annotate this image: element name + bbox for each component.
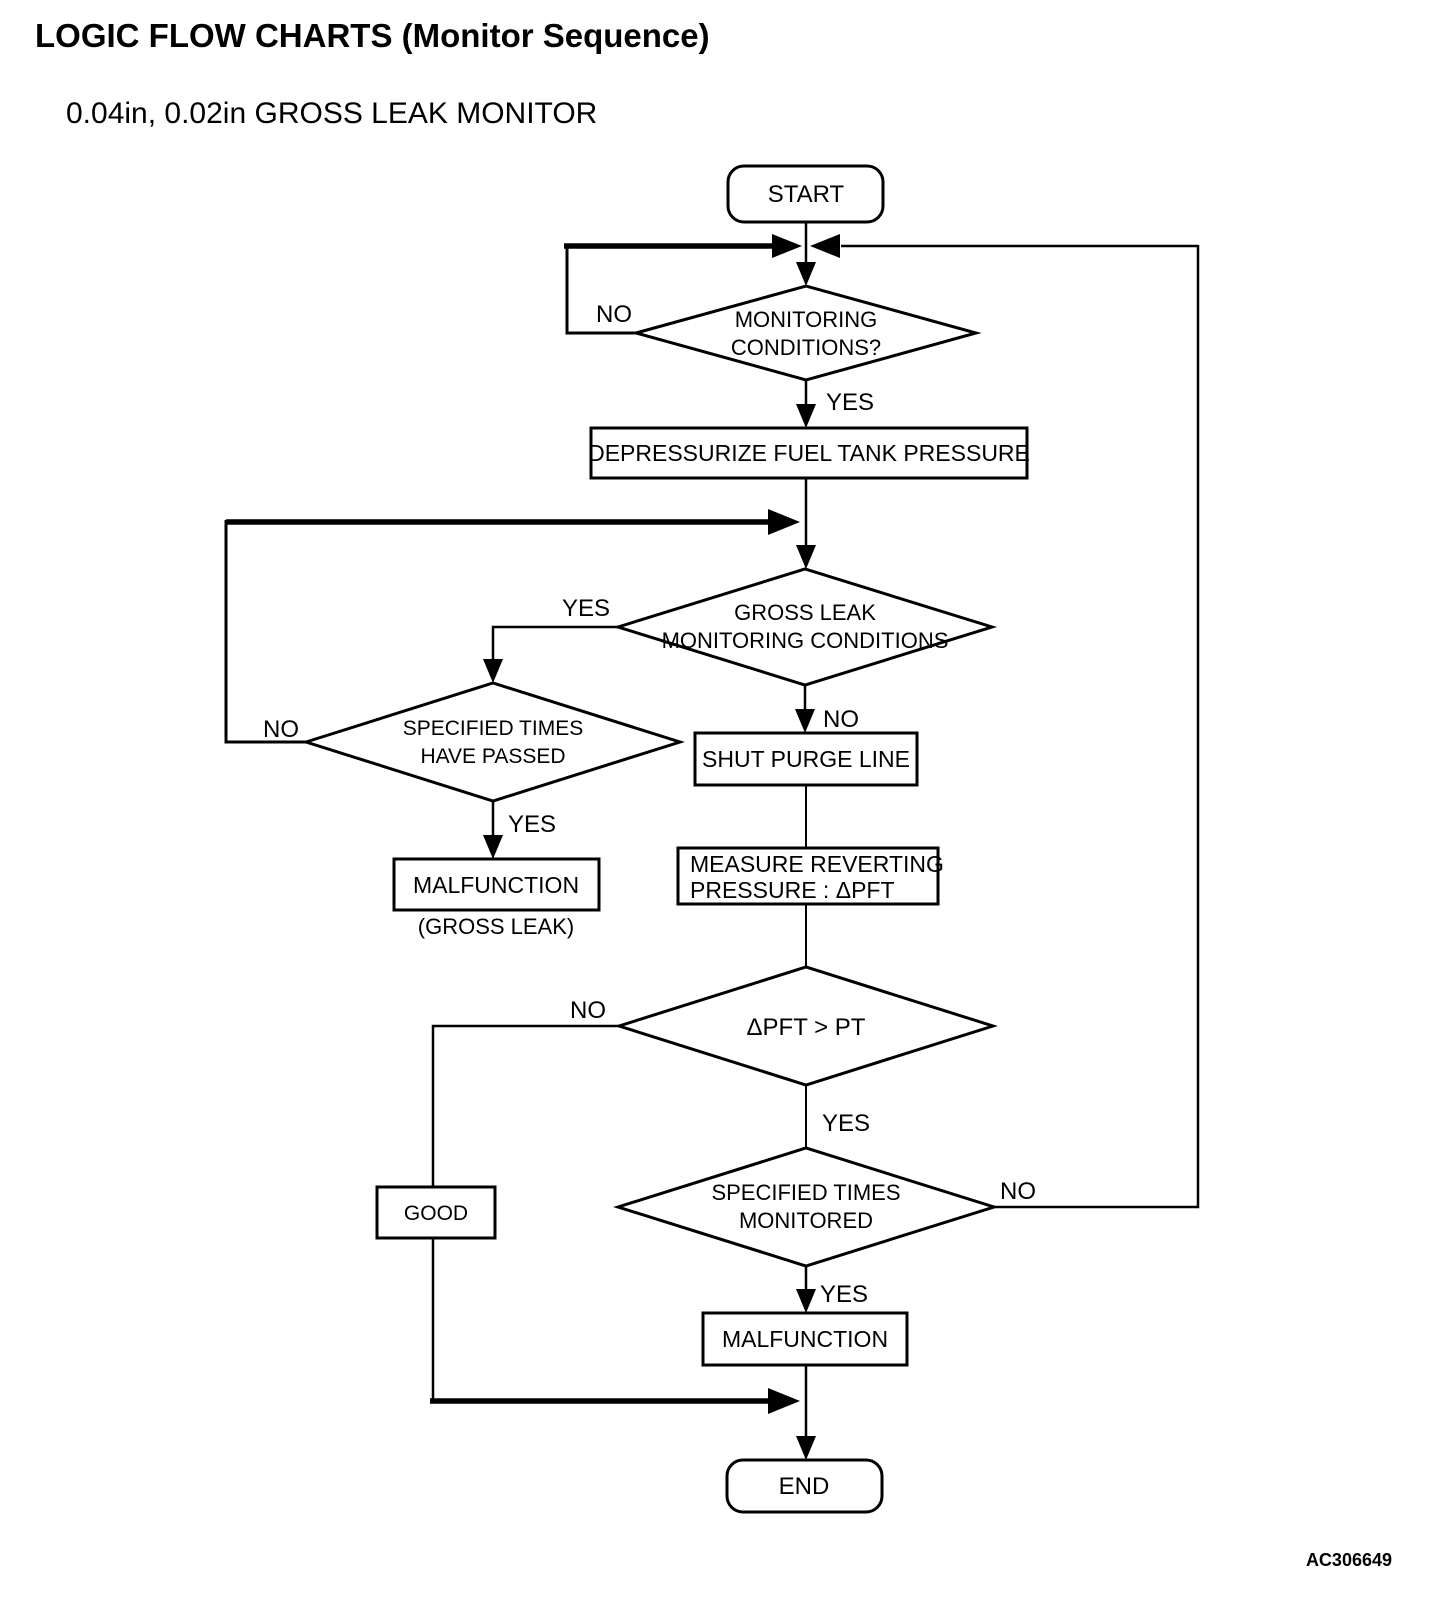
arrowhead-down-icon — [795, 709, 815, 733]
malfunction-gross-leak-sublabel: (GROSS LEAK) — [418, 914, 574, 939]
process-box-shape — [589, 426, 1029, 480]
node-shut-purge-line: SHUT PURGE LINE — [693, 731, 919, 787]
process-box-shape — [676, 846, 940, 906]
times-monitored-line1: SPECIFIED TIMES — [711, 1180, 900, 1205]
node-specified-times-monitored: SPECIFIED TIMES MONITORED — [612, 1146, 1000, 1268]
decision-diamond-shape — [614, 965, 998, 1087]
decision-diamond-shape — [301, 681, 685, 803]
times-passed-line2: HAVE PASSED — [420, 745, 565, 768]
edge-dpft-no — [431, 1024, 619, 1401]
measure-line2: PRESSURE : ΔPFT — [690, 877, 895, 903]
process-box-shape — [701, 1311, 909, 1367]
arrowhead-down-icon — [796, 404, 816, 428]
page-subtitle: 0.04in, 0.02in GROSS LEAK MONITOR — [66, 97, 597, 130]
edge-label-dpft-no: NO — [570, 997, 606, 1024]
node-depressurize-fuel-tank: DEPRESSURIZE FUEL TANK PRESSURE — [588, 426, 1030, 480]
gross-leak-line1: GROSS LEAK — [734, 600, 876, 625]
page-title: LOGIC FLOW CHARTS (Monitor Sequence) — [35, 17, 710, 54]
edge-monitored-no-loop — [994, 245, 1200, 1209]
measure-line1: MEASURE REVERTING — [690, 851, 944, 877]
arrowhead-down-icon — [796, 1289, 816, 1313]
node-end: END — [725, 1458, 884, 1514]
figure-code: AC306649 — [1306, 1550, 1392, 1570]
decision-diamond-shape — [612, 1146, 1000, 1268]
shut-purge-label: SHUT PURGE LINE — [702, 746, 910, 772]
malfunction-label: MALFUNCTION — [722, 1326, 888, 1352]
edge-timespassed-no — [224, 520, 306, 744]
times-monitored-line2: MONITORED — [739, 1208, 873, 1233]
process-box-shape — [392, 857, 601, 912]
edge-label-monitored-no: NO — [1000, 1178, 1036, 1205]
node-malfunction: MALFUNCTION — [701, 1311, 909, 1367]
arrowhead-left-icon — [810, 234, 840, 258]
flowchart-edges — [224, 222, 1200, 1438]
good-label: GOOD — [404, 1202, 468, 1225]
process-box-shape — [693, 731, 919, 787]
edge-grossleak-yes — [491, 625, 618, 661]
arrowhead-down-icon — [796, 262, 816, 286]
decision-diamond-shape — [630, 284, 982, 382]
end-terminator-shape — [725, 1458, 884, 1514]
depressurize-label: DEPRESSURIZE FUEL TANK PRESSURE — [588, 440, 1030, 466]
node-dpft-gt-pt: ΔPFT > PT — [614, 965, 998, 1087]
monitoring-conditions-line1: MONITORING — [735, 307, 878, 332]
arrowhead-down-icon — [796, 1436, 816, 1460]
edge-label-grossleak-yes: YES — [562, 595, 610, 622]
edge-labels: NO YES YES NO NO YES NO YES NO YES — [263, 301, 1036, 1308]
node-gross-leak-monitoring-conditions: GROSS LEAK MONITORING CONDITIONS — [612, 567, 998, 687]
edge-label-grossleak-no: NO — [823, 706, 859, 733]
node-monitoring-conditions: MONITORING CONDITIONS? — [630, 284, 982, 382]
start-label: START — [768, 181, 845, 208]
arrowhead-right-icon — [768, 509, 800, 535]
decision-diamond-shape — [612, 567, 998, 687]
node-measure-reverting-pressure: MEASURE REVERTING PRESSURE : ΔPFT — [676, 846, 944, 906]
node-start: START — [726, 164, 885, 224]
arrowhead-down-icon — [483, 659, 503, 683]
monitoring-conditions-line2: CONDITIONS? — [731, 335, 881, 360]
node-malfunction-gross-leak: MALFUNCTION (GROSS LEAK) — [392, 857, 601, 939]
malfunction-gross-leak-label: MALFUNCTION — [413, 872, 579, 898]
edge-label-monitored-yes: YES — [820, 1281, 868, 1308]
flowchart-arrowheads — [483, 234, 840, 1460]
edge-label-timespassed-yes: YES — [508, 811, 556, 838]
edge-label-dpft-yes: YES — [822, 1110, 870, 1137]
edge-label-monitoring-no: NO — [596, 301, 632, 328]
process-box-shape — [375, 1185, 497, 1240]
edge-label-monitoring-yes: YES — [826, 389, 874, 416]
node-good: GOOD — [375, 1185, 497, 1240]
end-label: END — [779, 1473, 830, 1500]
edge-monitoring-no — [565, 244, 636, 335]
times-passed-line1: SPECIFIED TIMES — [403, 717, 583, 740]
arrowhead-down-icon — [796, 545, 816, 569]
node-specified-times-have-passed: SPECIFIED TIMES HAVE PASSED — [301, 681, 685, 803]
arrowhead-right-icon — [768, 1388, 800, 1414]
arrowhead-right-icon — [772, 234, 802, 258]
start-terminator-shape — [726, 164, 885, 224]
arrowhead-down-icon — [483, 835, 503, 859]
dpft-label: ΔPFT > PT — [747, 1014, 866, 1041]
edge-label-timespassed-no: NO — [263, 716, 299, 743]
gross-leak-line2: MONITORING CONDITIONS — [662, 628, 949, 653]
